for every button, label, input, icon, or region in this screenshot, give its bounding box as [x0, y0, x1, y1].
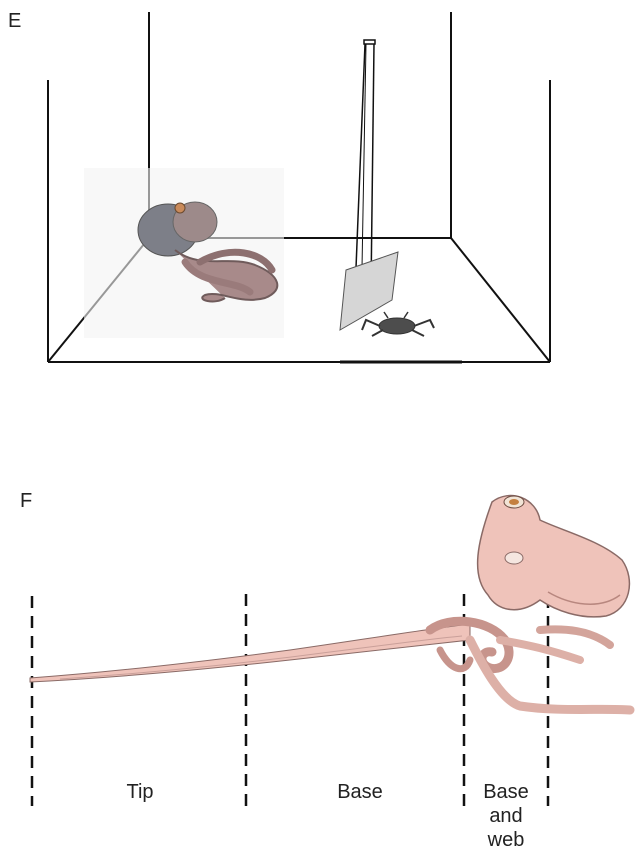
octopus-arm-icon	[30, 624, 470, 682]
segment-label-tip: Tip	[110, 780, 170, 804]
crab-icon	[362, 312, 434, 336]
segment-label-base-and-web: Base and web	[476, 780, 536, 852]
segment-label-base-and-web-line2: and	[476, 804, 536, 828]
segment-label-base-and-web-line1: Base	[476, 780, 536, 804]
octopus-body-icon	[430, 496, 630, 710]
segment-label-base-and-web-line3: web	[476, 828, 536, 852]
hanging-plate	[340, 40, 398, 330]
segment-label-base: Base	[325, 780, 395, 804]
